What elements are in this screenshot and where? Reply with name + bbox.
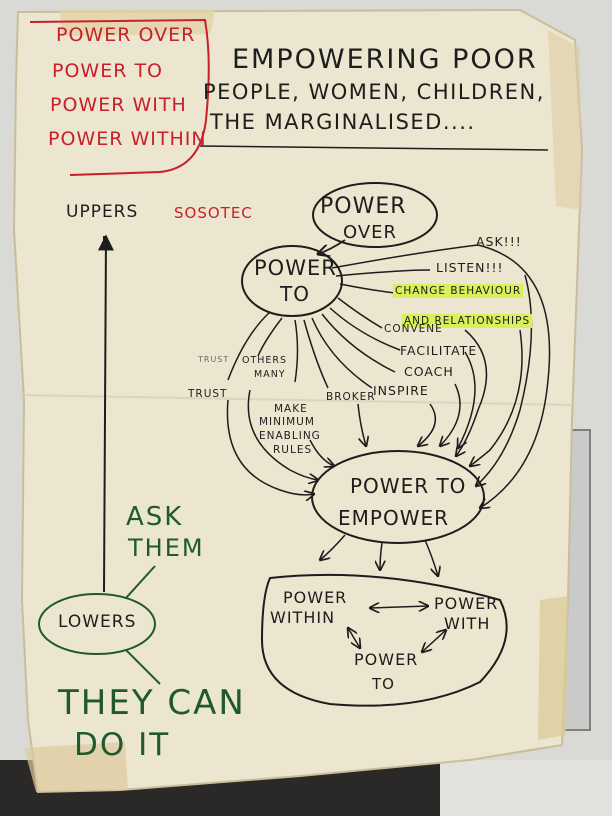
axis-label-uppers: UPPERS: [66, 202, 139, 222]
action-rules-line-4: RULES: [273, 444, 313, 456]
node-power-to-empower-line-1: POWER TO: [350, 474, 467, 498]
action-rules-line-3: ENABLING: [259, 430, 321, 442]
node-power-to-line-2: TO: [280, 282, 310, 306]
node-power-to-empower-line-2: EMPOWER: [338, 506, 450, 530]
node-power-to-line-1: POWER: [254, 256, 337, 280]
action-rules-line-2: MINIMUM: [259, 416, 315, 428]
action-rules-line-1: MAKE: [274, 403, 308, 415]
power-type-within: POWER WITHIN: [48, 128, 207, 150]
power-type-over: POWER OVER: [56, 24, 196, 46]
action-change-line-2: AND RELATIONSHIPS: [402, 314, 533, 328]
green-note-them: THEM: [128, 534, 205, 562]
action-facilitate: FACILITATE: [400, 343, 478, 358]
subtitle-line-1: PEOPLE, WOMEN, CHILDREN,: [203, 80, 545, 104]
axis-note-sosotec: SOSOTEC: [174, 204, 253, 222]
node-power-with-line-1: POWER: [434, 594, 499, 613]
node-power-over-line-2: OVER: [343, 222, 398, 243]
action-inspire: INSPIRE: [373, 383, 429, 398]
action-listen: LISTEN!!!: [436, 260, 504, 275]
action-others-line-1: OTHERS: [242, 355, 288, 366]
action-trust-small: TRUST: [198, 355, 230, 364]
action-coach: COACH: [404, 364, 454, 379]
node-power-to-inner-line-1: POWER: [354, 650, 419, 669]
node-power-to-inner-line-2: TO: [372, 675, 395, 693]
green-note-do-it: DO IT: [74, 727, 171, 763]
node-power-within-line-2: WITHIN: [270, 608, 336, 627]
action-convene: CONVENE: [384, 323, 443, 335]
action-others-line-2: MANY: [254, 369, 286, 380]
action-broker: BROKER: [326, 391, 376, 403]
subtitle-line-2: THE MARGINALISED....: [210, 110, 476, 134]
action-change-line-1: CHANGE BEHAVIOUR: [393, 284, 524, 298]
action-ask: ASK!!!: [476, 234, 522, 249]
action-trust: TRUST: [188, 388, 228, 400]
power-type-to: POWER TO: [52, 60, 164, 82]
node-power-with-line-2: WITH: [444, 614, 491, 633]
green-note-they-can: THEY CAN: [58, 683, 246, 723]
power-type-with: POWER WITH: [50, 94, 187, 116]
chart-title: EMPOWERING POOR: [232, 44, 538, 75]
node-power-over-line-1: POWER: [320, 194, 407, 219]
node-power-within-line-1: POWER: [283, 588, 348, 607]
axis-label-lowers: LOWERS: [58, 612, 137, 632]
green-note-ask: ASK: [126, 502, 184, 532]
